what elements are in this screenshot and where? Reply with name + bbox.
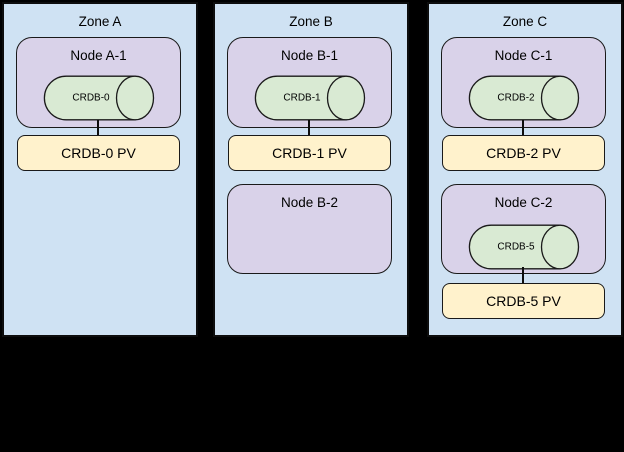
- node-box-a1: Node A-1 CRDB-0: [16, 37, 181, 128]
- zone-c-panel: Zone C Node C-1 CRDB-2 CRDB-2 PV Node C-…: [427, 2, 623, 337]
- zone-b-panel: Zone B Node B-1 CRDB-1 CRDB-1 PV Node B-…: [213, 2, 409, 337]
- node-box-c2: Node C-2 CRDB-5: [441, 184, 606, 274]
- db-pod-label: CRDB-1: [283, 93, 321, 104]
- node-label: Node B-2: [280, 195, 339, 210]
- zone-title: Zone C: [502, 14, 548, 29]
- pv-box: CRDB-5 PV: [442, 283, 605, 319]
- node-label: Node B-1: [280, 48, 339, 63]
- pv-box: CRDB-1 PV: [228, 135, 391, 171]
- database-cylinder-icon: CRDB-5: [468, 224, 579, 270]
- database-cylinder-icon: CRDB-1: [254, 75, 365, 121]
- pv-box: CRDB-0 PV: [17, 135, 180, 171]
- database-cylinder-icon: CRDB-0: [43, 75, 154, 121]
- connector-line: [522, 267, 524, 284]
- zone-title: Zone A: [78, 14, 122, 29]
- pv-box: CRDB-2 PV: [442, 135, 605, 171]
- node-label: Node C-1: [494, 48, 553, 63]
- node-label: Node C-2: [494, 195, 553, 210]
- zone-title: Zone B: [289, 14, 333, 29]
- db-pod-label: CRDB-5: [497, 242, 535, 253]
- db-pod-label: CRDB-0: [72, 93, 110, 104]
- pv-label: CRDB-0 PV: [61, 145, 136, 161]
- node-box-c1: Node C-1 CRDB-2: [441, 37, 606, 128]
- node-label: Node A-1: [70, 48, 127, 63]
- pv-label: CRDB-2 PV: [486, 145, 561, 161]
- database-cylinder-icon: CRDB-2: [468, 75, 579, 121]
- db-pod-label: CRDB-2: [497, 93, 535, 104]
- connector-line: [308, 120, 310, 136]
- connector-line: [97, 120, 99, 136]
- zone-a-panel: Zone A Node A-1 CRDB-0 CRDB-0 PV: [2, 2, 198, 337]
- connector-line: [522, 120, 524, 136]
- node-box-b2: Node B-2: [227, 184, 392, 274]
- pv-label: CRDB-5 PV: [486, 293, 561, 309]
- node-box-b1: Node B-1 CRDB-1: [227, 37, 392, 128]
- pv-label: CRDB-1 PV: [272, 145, 347, 161]
